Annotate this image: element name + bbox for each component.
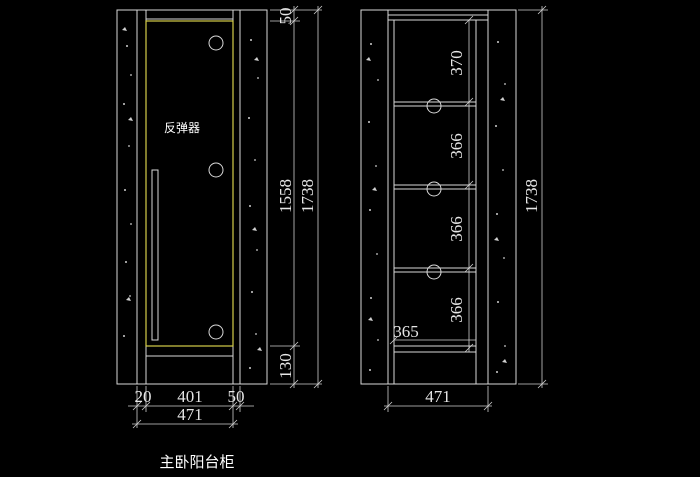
front-vertical-dims <box>270 5 323 389</box>
dim-shelf-1: 370 <box>447 50 466 76</box>
dim-door-height: 1558 <box>276 179 295 213</box>
door-handle <box>151 169 159 341</box>
side-inner-dims <box>389 15 476 353</box>
side-wall-hatching <box>366 41 507 373</box>
front-outer-frame <box>116 9 268 385</box>
dim-side-total-width: 471 <box>425 387 451 406</box>
dim-right-wall: 50 <box>228 387 245 406</box>
dim-left-wall: 20 <box>135 387 152 406</box>
panel-label: 反弹器 <box>164 121 200 135</box>
dim-bottom: 130 <box>276 353 295 379</box>
dim-top: 50 <box>276 8 295 25</box>
side-view: 370 366 366 366 365 1738 471 <box>360 5 548 412</box>
front-wall-hatching <box>122 27 262 369</box>
side-height-dim <box>518 5 548 389</box>
front-horizontal-dims <box>128 386 254 429</box>
shelf-latch-3 <box>426 264 442 280</box>
rebound-latch-middle <box>208 162 224 178</box>
drawing-title: 主卧阳台柜 <box>159 453 234 471</box>
rebound-latch-top <box>208 35 224 51</box>
rebound-latch-bottom <box>208 324 224 340</box>
door-panel <box>145 20 234 347</box>
dim-shelf-2: 366 <box>447 133 466 159</box>
side-width-dim <box>383 386 493 412</box>
side-outer-frame <box>360 9 517 385</box>
dim-shelf-3: 366 <box>447 216 466 242</box>
front-view: 反弹器 50 1558 130 1738 <box>116 5 323 471</box>
dim-side-total-height: 1738 <box>522 179 541 213</box>
shelf-latch-2 <box>426 181 442 197</box>
dim-total-width: 471 <box>177 405 203 424</box>
dim-inner-width: 365 <box>393 322 419 341</box>
dim-shelf-4: 366 <box>447 297 466 323</box>
dim-door-width: 401 <box>177 387 203 406</box>
shelf-latch-1 <box>426 98 442 114</box>
dim-total-height: 1738 <box>298 179 317 213</box>
shelves <box>394 101 476 353</box>
